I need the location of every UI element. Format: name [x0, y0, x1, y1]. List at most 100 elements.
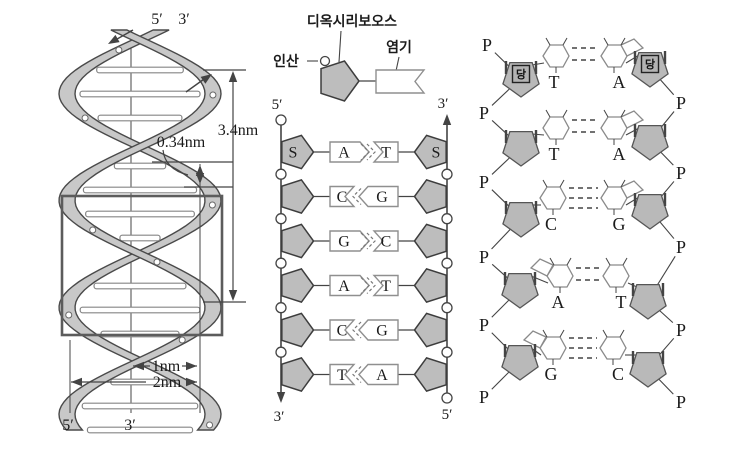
- strand-phosphate-circle: [275, 302, 287, 314]
- base-box-left: [329, 319, 356, 341]
- base-box-right: [358, 319, 399, 341]
- sugar-letter: S: [289, 145, 298, 162]
- pyrimidine-ring: [599, 336, 627, 360]
- ring-tick: [620, 179, 626, 188]
- base-box-left: [329, 185, 356, 208]
- sugar-pentagon-right: [413, 356, 447, 393]
- ring-tick: [549, 257, 555, 266]
- base-pair-rung: [86, 426, 194, 434]
- ring-tick: [545, 37, 551, 46]
- base-letter-right: A: [613, 144, 626, 164]
- strand-phosphate-circle: [441, 257, 453, 269]
- five-prime-top-label: 5′: [272, 97, 283, 113]
- measure-arrowhead: [228, 290, 238, 301]
- pyrimidine-ring: [542, 44, 570, 68]
- base-letter-right: T: [616, 292, 627, 312]
- phosphate-letter: P: [479, 247, 489, 267]
- inner-diameter-label: 1nm: [152, 358, 181, 375]
- sugar-pentagon: [629, 351, 667, 388]
- glycosidic-bond-line: [531, 62, 545, 66]
- measure-arrowhead: [133, 361, 144, 371]
- sugar-pentagon: [502, 130, 540, 167]
- purine-ring: [522, 330, 547, 349]
- base-letter-left: C: [545, 214, 557, 234]
- strand-phosphate-circle: [441, 346, 453, 358]
- helix-ribbon-back: [58, 29, 222, 431]
- base-pair-rung: [79, 306, 201, 314]
- ring-tick: [545, 109, 551, 118]
- three-prime-top-label: 3′: [438, 96, 449, 112]
- phosphate-letter: P: [676, 392, 686, 412]
- ring-tick: [602, 329, 608, 338]
- base-letter-right: T: [381, 145, 391, 162]
- strand-phosphate-circle: [275, 346, 287, 358]
- glycosidic-bond-line: [531, 133, 545, 136]
- base-letter-right: A: [376, 367, 388, 384]
- right-strand-arrowhead: [442, 114, 452, 125]
- ring-tick: [620, 109, 626, 118]
- base-letter-right: C: [381, 234, 392, 251]
- hydrogen-bond-chevron: [366, 232, 376, 250]
- base-letter-left: T: [549, 72, 560, 92]
- base-box-right: [358, 363, 399, 386]
- base-pair-rung: [79, 90, 201, 98]
- ring-tick: [562, 37, 568, 46]
- deoxyribose-pointer-line: [338, 30, 342, 63]
- three-prime-bottom-label: 3′: [124, 417, 136, 434]
- hydrogen-bond-chevron: [360, 143, 370, 161]
- strand-phosphate-circle: [275, 168, 287, 180]
- strand-direction-arrow: [200, 74, 212, 84]
- phosphate-letter: P: [676, 163, 686, 183]
- ribbon-dot: [65, 311, 73, 319]
- purine-ring: [620, 38, 645, 57]
- strand-phosphate-circle: [275, 213, 287, 225]
- measure-arrowhead: [228, 71, 238, 82]
- base-box-right: [372, 230, 399, 252]
- zoom-region-rect: [60, 194, 224, 337]
- base-letter-left: A: [338, 145, 350, 162]
- sugar-pentagon-right: [413, 178, 447, 215]
- base-label: 염기: [386, 40, 412, 56]
- ribbon-dot: [208, 201, 216, 209]
- phosphate-label: 인산: [273, 53, 299, 70]
- five-prime-bottom-label: 5′: [442, 407, 453, 423]
- sugar-label-box: [640, 54, 660, 74]
- measure-arrowhead: [186, 361, 197, 371]
- strand-phosphate-circle: [441, 392, 453, 404]
- phosphate-letter: P: [676, 93, 686, 113]
- base-pair-rung: [85, 210, 195, 218]
- base-letter-right: G: [376, 323, 388, 340]
- sugar-pentagon-right: [413, 223, 447, 259]
- pyrimidine-ring: [539, 186, 567, 210]
- ring-tick: [619, 329, 625, 338]
- hydrogen-bond-chevron: [360, 232, 370, 250]
- sugar-pentagon: [501, 272, 539, 309]
- base-letter-left: T: [337, 367, 347, 384]
- base-pointer-line: [395, 56, 400, 72]
- strand-phosphate-circle: [275, 114, 287, 126]
- strand-phosphate-circle: [441, 168, 453, 180]
- ring-tick: [605, 257, 611, 266]
- ribbon-dot: [153, 258, 161, 266]
- outer-diameter-label: 2nm: [153, 374, 182, 391]
- legend-sugar-pentagon: [320, 60, 360, 102]
- sugar-pentagon: [631, 193, 669, 230]
- base-letter-left: G: [338, 234, 350, 251]
- sugar-pentagon-left: [281, 134, 315, 170]
- sugar-pentagon-left: [281, 223, 315, 259]
- measure-arrowhead: [186, 377, 197, 387]
- base-pair-rung: [82, 186, 198, 194]
- ring-tick: [566, 257, 572, 266]
- sugar-pentagon-left: [281, 178, 315, 215]
- base-box-right: [372, 274, 399, 297]
- three-prime-bottom-label: 3′: [274, 409, 285, 425]
- helix-ribbon-front: [58, 29, 222, 431]
- sugar-pentagon-left: [281, 356, 315, 393]
- base-pair-rung: [93, 282, 187, 290]
- sugar-pentagon-right: [413, 312, 447, 348]
- five-prime-top-label: 5′: [151, 11, 163, 28]
- ring-tick: [622, 257, 628, 266]
